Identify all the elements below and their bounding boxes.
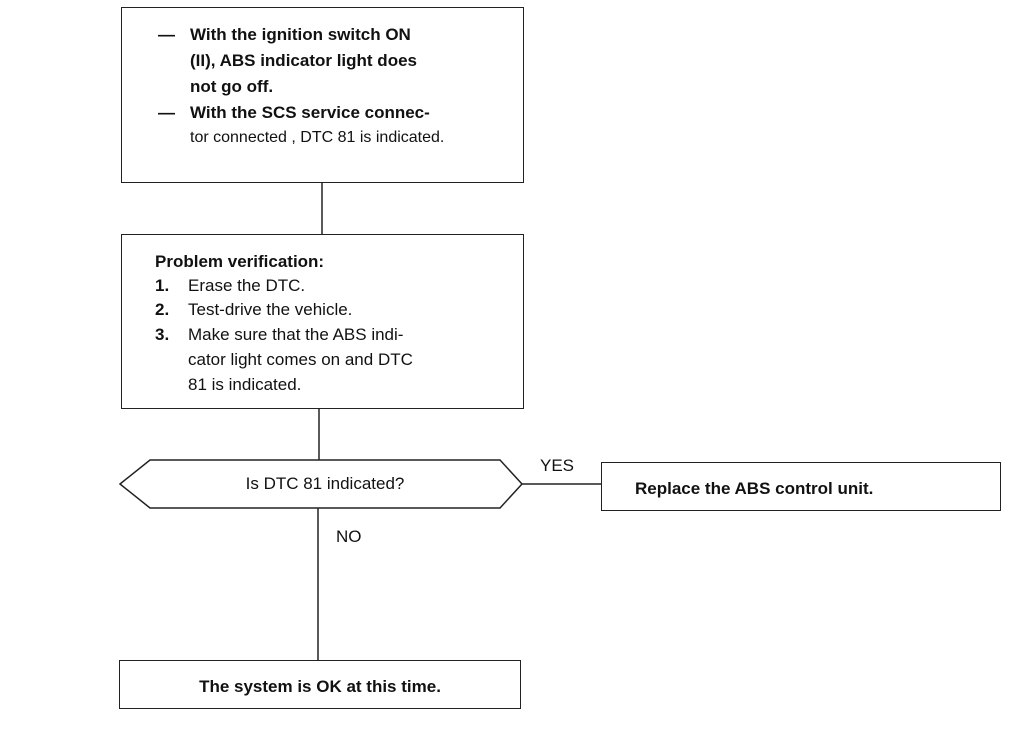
problem-verification-box: [121, 234, 524, 409]
start-line-4: With the SCS service connec-: [190, 103, 430, 122]
bullet-dash-2: —: [158, 103, 175, 122]
bullet-dash-1: —: [158, 25, 175, 44]
step-3-text-line-2: cator light comes on and DTC: [188, 350, 413, 369]
yes-label: YES: [540, 456, 575, 475]
no-result-text: The system is OK at this time.: [199, 677, 441, 696]
step-1-number: 1.: [155, 276, 170, 295]
no-result-box: [119, 660, 521, 709]
step-3-number: 3.: [155, 325, 170, 344]
yes-result-text: Replace the ABS control unit.: [635, 479, 874, 498]
step-2-number: 2.: [155, 300, 170, 319]
verification-heading: Problem verification:: [155, 252, 325, 271]
step-2-text: Test-drive the vehicle.: [188, 300, 353, 319]
step-1-text: Erase the DTC.: [188, 276, 306, 295]
yes-result-box: [601, 462, 1001, 511]
step-3-text-line-1: Make sure that the ABS indi-: [188, 325, 404, 344]
start-symptom-box: [121, 7, 524, 183]
start-line-1: With the ignition switch ON: [190, 25, 411, 44]
step-3-text-line-3: 81 is indicated.: [188, 375, 302, 394]
decision-question: Is DTC 81 indicated?: [245, 474, 405, 493]
start-line-3: not go off.: [190, 77, 274, 96]
start-line-5: tor connected , DTC 81 is indicated.: [190, 129, 445, 146]
start-line-2: (II), ABS indicator light does: [190, 51, 417, 70]
no-label: NO: [336, 527, 362, 546]
